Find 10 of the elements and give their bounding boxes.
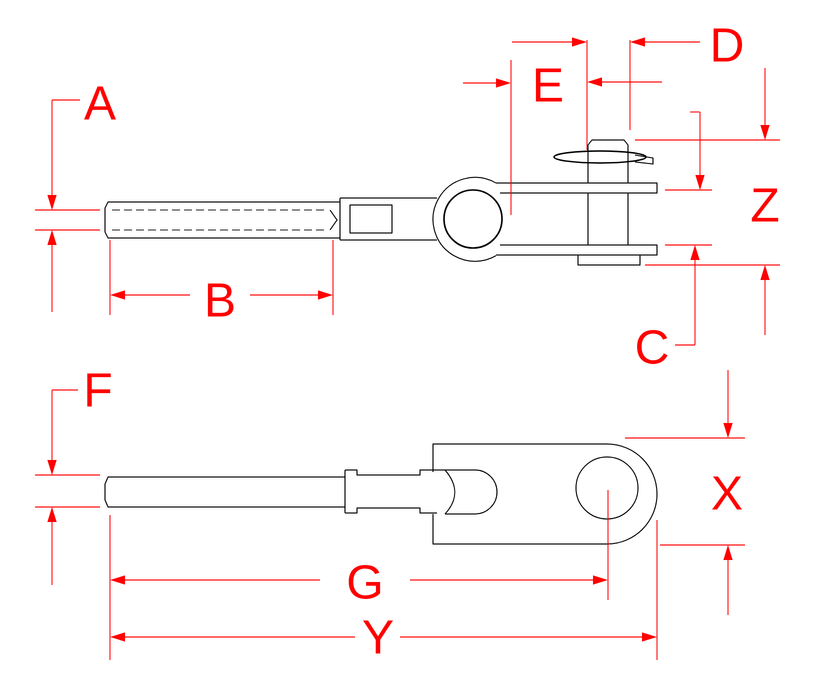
dimension-label: E — [536, 68, 562, 102]
dimension-label: B — [208, 283, 234, 316]
dimension-label: C — [637, 330, 668, 364]
dimension-label: X — [712, 476, 742, 510]
dimension-label: A — [84, 86, 116, 120]
dimension-label: F — [87, 373, 111, 406]
dimension-label: D — [714, 28, 742, 62]
dimension-label: Z — [752, 188, 778, 222]
dimension-label: G — [348, 565, 380, 599]
dimension-label: Y — [363, 620, 393, 654]
